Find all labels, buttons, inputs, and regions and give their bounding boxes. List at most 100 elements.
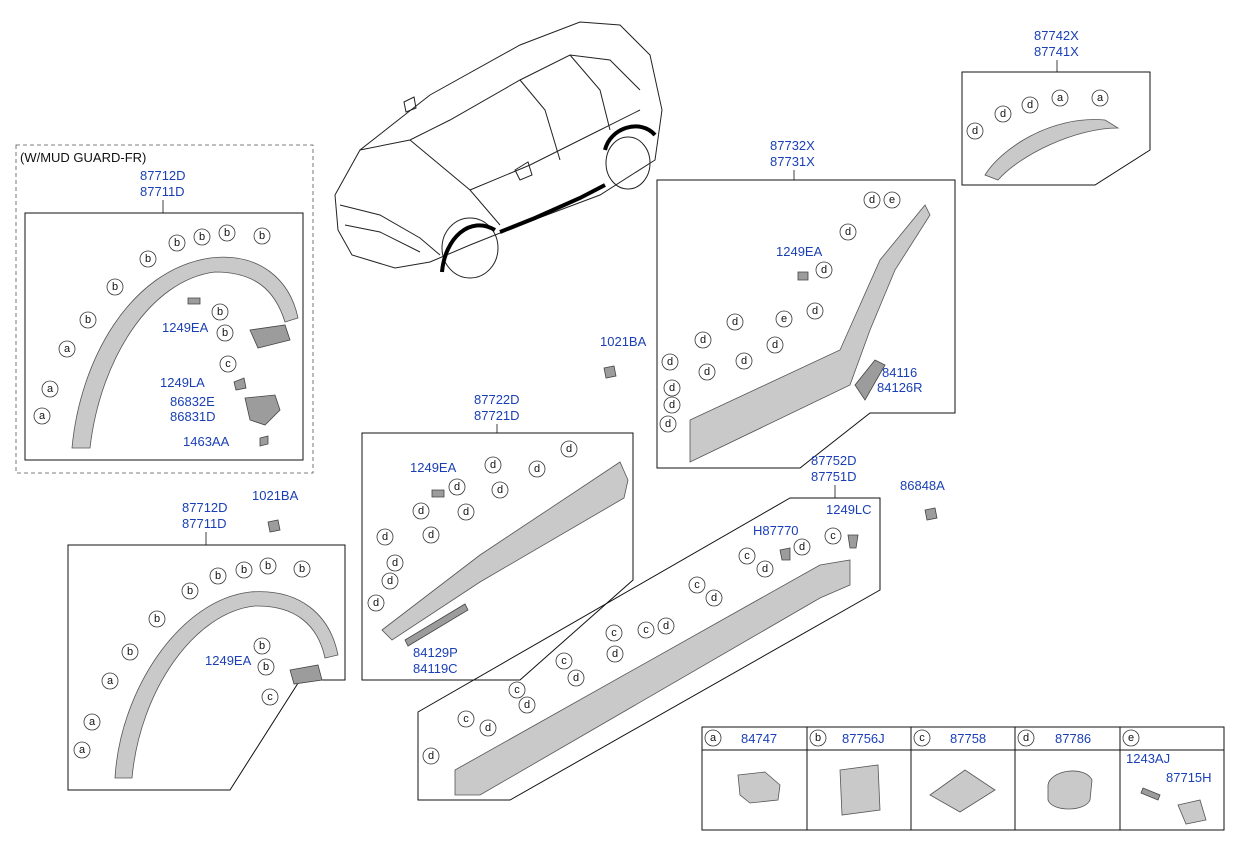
svg-text:d: d (428, 529, 434, 541)
svg-text:d: d (392, 557, 398, 569)
part-number-84126R: 84126R (877, 380, 923, 395)
part-number-H87770: H87770 (753, 523, 799, 538)
svg-text:a: a (47, 383, 54, 395)
legend-part-87786: 87786 (1055, 731, 1091, 746)
part-number-87712D: 87712D (182, 500, 228, 515)
svg-text:d: d (497, 484, 503, 496)
svg-text:b: b (222, 327, 228, 339)
svg-text:a: a (89, 716, 96, 728)
svg-text:d: d (821, 264, 827, 276)
svg-text:b: b (215, 570, 221, 582)
svg-text:d: d (711, 592, 717, 604)
part-number-1249EA: 1249EA (410, 460, 457, 475)
clip-87758-icon (929, 769, 996, 813)
svg-text:e: e (781, 313, 787, 325)
legend-part-1243AJ: 1243AJ (1126, 751, 1170, 766)
svg-text:c: c (225, 358, 231, 370)
part-number-87732X: 87732X (770, 138, 815, 153)
svg-text:d: d (1000, 108, 1006, 120)
svg-text:a: a (79, 744, 86, 756)
svg-text:b: b (85, 314, 91, 326)
clip-87756J-icon (839, 764, 881, 816)
svg-text:d: d (669, 399, 675, 411)
part-number-87742X: 87742X (1034, 28, 1079, 43)
svg-text:b: b (217, 306, 223, 318)
svg-text:d: d (732, 316, 738, 328)
svg-text:c: c (694, 579, 700, 591)
legend-callout-e: e (1122, 729, 1140, 747)
part-number-1463AA: 1463AA (183, 434, 230, 449)
svg-text:a: a (1057, 92, 1064, 104)
svg-text:d: d (667, 356, 673, 368)
part-number-87741X: 87741X (1034, 44, 1079, 59)
part-number-1021BA: 1021BA (252, 488, 299, 503)
fastener-87715H-icon (1177, 799, 1207, 825)
rear-door-garnish-group: 87732X 87731X 1249EA 1021BA 84116 84126R… (600, 138, 956, 469)
svg-text:d: d (700, 334, 706, 346)
svg-text:b: b (199, 231, 205, 243)
svg-text:b: b (187, 585, 193, 597)
svg-text:d: d (665, 418, 671, 430)
svg-text:b: b (127, 646, 133, 658)
svg-text:b: b (265, 560, 271, 572)
svg-text:d: d (387, 575, 393, 587)
side-sill-group: 87752D 87751D 86848A 1249LC H87770 c d c… (417, 453, 945, 801)
svg-text:d: d (490, 459, 496, 471)
part-number-86848A: 86848A (900, 478, 945, 493)
callout-d: d (994, 105, 1012, 123)
part-number-87721D: 87721D (474, 408, 520, 423)
part-number-84116: 84116 (882, 365, 917, 380)
vehicle-illustration (334, 21, 663, 279)
svg-text:c: c (611, 627, 617, 639)
clip-87786-icon (1047, 770, 1093, 810)
part-number-1249EA: 1249EA (205, 653, 252, 668)
svg-text:b: b (263, 661, 269, 673)
part-number-86832E: 86832E (170, 394, 215, 409)
mud-guard-caption: (W/MUD GUARD-FR) (20, 150, 146, 165)
svg-text:b: b (154, 613, 160, 625)
part-number-84119C: 84119C (413, 661, 458, 676)
part-number-87711D: 87711D (182, 516, 227, 531)
part-number-87751D: 87751D (811, 469, 857, 484)
part-number-1249LC: 1249LC (826, 502, 872, 517)
svg-text:d: d (812, 305, 818, 317)
svg-text:d: d (454, 481, 460, 493)
callout-d: d (1021, 96, 1039, 114)
svg-text:c: c (267, 691, 273, 703)
legend-part-87758: 87758 (950, 731, 986, 746)
svg-text:d: d (373, 597, 379, 609)
legend-part-87715H: 87715H (1166, 770, 1212, 785)
part-number-84129P: 84129P (413, 645, 458, 660)
rear-wheel-arch-small-group: 87742X 87741X d d d a a (961, 28, 1151, 186)
svg-text:b: b (815, 732, 821, 744)
svg-text:b: b (174, 237, 180, 249)
legend-part-84747: 84747 (741, 731, 777, 746)
callout-d: d (966, 122, 984, 140)
svg-text:a: a (107, 675, 114, 687)
svg-text:c: c (561, 655, 567, 667)
svg-text:a: a (1097, 92, 1104, 104)
svg-text:d: d (573, 672, 579, 684)
part-number-87711D: 87711D (140, 184, 185, 199)
svg-text:d: d (663, 620, 669, 632)
callout-a: a (1051, 89, 1069, 107)
clip-84747-icon (737, 771, 781, 804)
svg-text:c: c (744, 550, 750, 562)
legend-callout-b: b (809, 729, 827, 747)
svg-text:c: c (919, 732, 925, 744)
svg-text:c: c (643, 624, 649, 636)
svg-text:d: d (869, 194, 875, 206)
svg-text:c: c (463, 713, 469, 725)
legend-callout-d: d (1017, 729, 1035, 747)
svg-text:e: e (889, 194, 895, 206)
svg-text:d: d (428, 750, 434, 762)
svg-text:d: d (418, 505, 424, 517)
svg-text:d: d (485, 722, 491, 734)
svg-text:c: c (830, 530, 836, 542)
svg-text:d: d (612, 648, 618, 660)
legend-callout-c: c (913, 729, 931, 747)
svg-text:b: b (112, 281, 118, 293)
svg-text:d: d (1023, 732, 1029, 744)
svg-text:d: d (845, 226, 851, 238)
svg-text:a: a (64, 343, 71, 355)
